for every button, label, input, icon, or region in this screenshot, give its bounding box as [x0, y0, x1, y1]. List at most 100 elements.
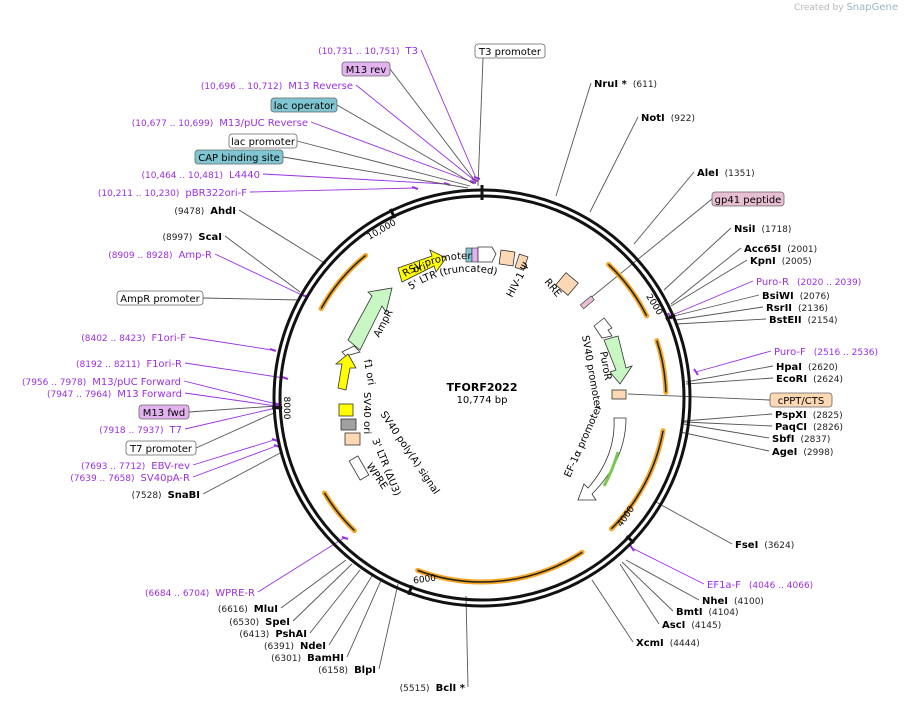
sv40-polya-box	[340, 418, 357, 431]
feature-arcs	[318, 252, 669, 585]
primer-label: (7639 .. 7658)SV40pA-R	[70, 473, 190, 484]
tick-label: 8000	[281, 397, 291, 420]
feature-box	[474, 43, 546, 59]
enzyme-site-label: PaqCI(2826)	[775, 422, 843, 433]
inner-features: ori AmpR f1 ori SV40 ori 3' LTR (ΔU3) SV…	[334, 246, 633, 501]
ltr3-box	[344, 432, 361, 446]
leader-lines	[183, 49, 774, 688]
feature-box-label: lac operator	[274, 101, 335, 112]
f1-ori-label: f1 ori	[361, 359, 376, 387]
enzyme-site-label: NheI(4100)	[702, 596, 764, 607]
primer-label: (7947 .. 7964)M13 Forward	[47, 389, 182, 400]
plasmid-name: TFORF2022	[447, 381, 518, 394]
feature-arc-core	[320, 254, 367, 310]
enzyme-site-label: SbfI(2837)	[772, 434, 830, 445]
m13rev-box	[471, 247, 479, 263]
feature-arc-core	[323, 492, 355, 532]
feature-box	[194, 149, 284, 165]
snapgene-credit: Created by SnapGene	[794, 2, 898, 13]
primer-label: (7693 .. 7712)EBV-rev	[81, 461, 190, 472]
feature-arc	[318, 252, 369, 312]
ltr5-box	[498, 249, 516, 267]
feature-box-label: M13 rev	[346, 65, 387, 76]
enzyme-site-label: NotI(922)	[641, 113, 695, 124]
enzyme-site-label: (8997)ScaI	[162, 232, 222, 243]
enzyme-site-label: (6413)PshAI	[239, 629, 307, 640]
ampr-arrow	[347, 287, 393, 351]
primer-label: (10,211 .. 10,230)pBR322ori-F	[98, 188, 247, 199]
ef1a-label: EF-1α promoter	[563, 402, 605, 479]
ef1a-promoter-arrow	[577, 417, 627, 501]
ampr-promoter-mark	[341, 345, 361, 357]
sv40-promoter-arrow	[593, 317, 613, 339]
plasmid-length: 10,774 bp	[457, 395, 508, 406]
ef1a-highlight	[602, 451, 620, 487]
feature-box-label: T7 promoter	[129, 444, 193, 455]
enzyme-site-label: (6391)NdeI	[264, 641, 326, 652]
gp41-box	[579, 295, 595, 310]
feature-arc-core	[610, 430, 664, 530]
feature-box	[116, 290, 204, 306]
rre-box	[555, 272, 579, 296]
enzyme-site-label: AleI(1351)	[697, 168, 755, 179]
tick-label: 6000	[413, 573, 437, 586]
feature-box	[270, 97, 338, 113]
feature-box-label: cPPT/CTS	[778, 396, 824, 407]
feature-arc-core	[656, 340, 667, 393]
snapgene-logo: SnapGene	[846, 2, 898, 13]
enzyme-site-label: (9478)AhdI	[174, 206, 236, 217]
feature-arc	[321, 490, 357, 534]
primer-label: (10,731 .. 10,751)T3	[318, 46, 418, 57]
enzyme-site-label: RsrII(2136)	[766, 303, 828, 314]
feature-box	[341, 61, 391, 77]
feature-box	[711, 191, 785, 207]
tick-mark	[625, 534, 635, 545]
tick-mark	[665, 313, 676, 321]
enzyme-site-label: (5515)BclI *	[400, 683, 466, 694]
feature-box-label: gp41 peptide	[715, 195, 782, 206]
primer-label: (8402 .. 8423)F1ori-F	[81, 333, 186, 344]
enzyme-site-label: AscI(4145)	[662, 620, 721, 631]
enzyme-site-label: Acc65I(2001)	[744, 244, 817, 255]
feature-box	[138, 404, 190, 420]
enzyme-site-label: (6530)SpeI	[229, 617, 290, 628]
primer-label: (10,677 .. 10,699)M13/pUC Reverse	[132, 118, 308, 129]
primer-label: (7918 .. 7937)T7	[99, 425, 182, 436]
enzyme-site-label: NsiI(1718)	[734, 224, 791, 235]
feature-arc-core	[607, 263, 648, 317]
feature-box	[228, 133, 298, 149]
tick-label: 4000	[616, 504, 637, 529]
feature-box-label: AmpR promoter	[120, 294, 200, 305]
primer-label: (8192 .. 8211)F1ori-R	[76, 359, 182, 370]
cppt-box	[611, 389, 627, 400]
puror-arrow	[603, 335, 633, 385]
rsv-promoter-arrow	[477, 246, 497, 263]
enzyme-site-label: PspXI(2825)	[775, 410, 843, 421]
puror-label: PuroR	[597, 351, 613, 382]
feature-box	[769, 392, 833, 408]
enzyme-site-label: (6158)BlpI	[318, 665, 376, 676]
enzyme-site-label: XcmI(4444)	[636, 638, 700, 649]
feature-box-label: lac promoter	[231, 137, 296, 148]
enzyme-site-label: EcoRI(2624)	[776, 374, 843, 385]
primer-label: (10,696 .. 10,712)M13 Reverse	[201, 81, 353, 92]
feature-box-label: T3 promoter	[478, 47, 542, 58]
enzyme-site-label: KpnI(2005)	[750, 256, 812, 267]
primer-label: Puro-F(2516 .. 2536)	[774, 347, 878, 358]
primer-label: (8909 .. 8928)Amp-R	[108, 250, 212, 261]
ori-arrow	[397, 249, 447, 283]
enzyme-site-label: HpaI(2620)	[776, 362, 838, 373]
primer-label: EF1a-F(4046 .. 4066)	[707, 580, 813, 591]
wpre-box	[348, 455, 370, 481]
tick-mark	[407, 584, 414, 596]
primer-label: (7956 .. 7978)M13/pUC Forward	[22, 377, 181, 388]
tick-mark	[389, 208, 397, 219]
sv40-ori-label: SV40 ori	[361, 392, 372, 434]
enzyme-site-label: AgeI(2998)	[772, 447, 833, 458]
enzyme-site-label: FseI(3624)	[735, 540, 794, 551]
enzyme-site-label: (7528)SnaBI	[132, 490, 200, 501]
primer-label: (10,464 .. 10,481)L4440	[142, 170, 260, 181]
f1-ori-arrow	[334, 353, 357, 391]
feature-box-label: M13 fwd	[143, 408, 185, 419]
